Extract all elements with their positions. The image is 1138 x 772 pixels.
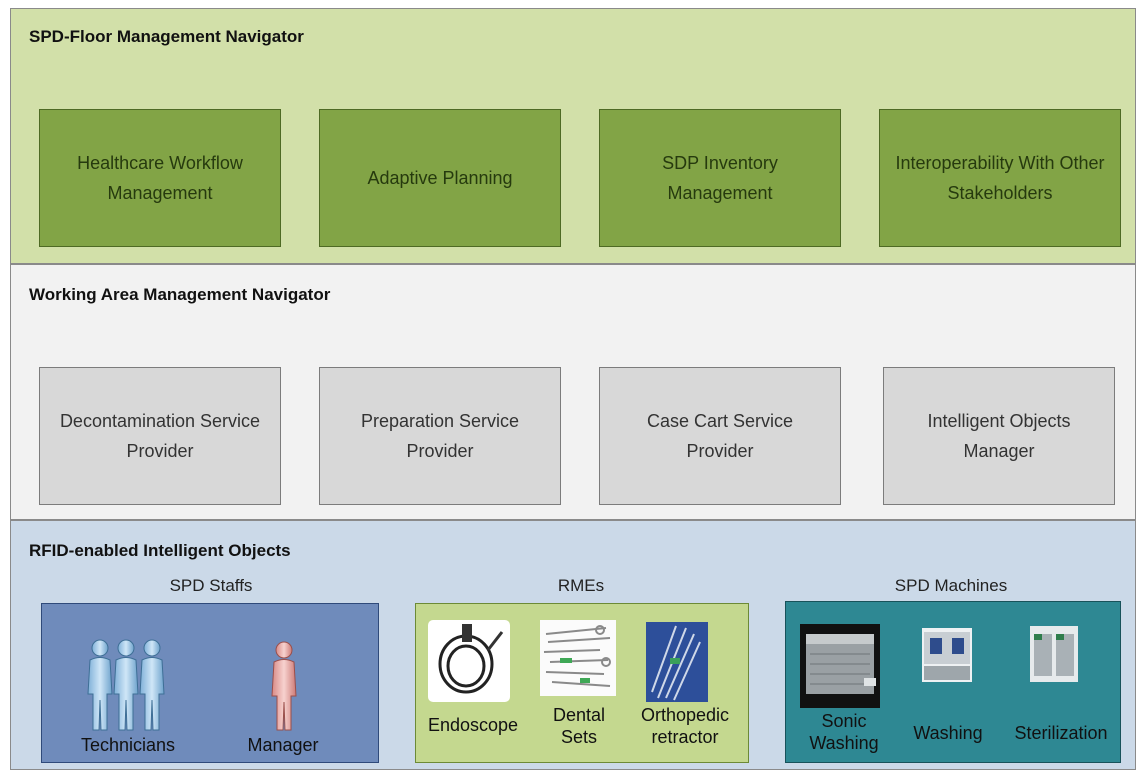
working-area-management-layer: Working Area Management Navigator Decont… bbox=[10, 264, 1136, 520]
interoperability-box: Interoperability With Other Stakeholders bbox=[879, 109, 1121, 247]
rfid-intelligent-objects-layer: RFID-enabled Intelligent Objects SPD Sta… bbox=[10, 520, 1136, 770]
layer-title: RFID-enabled Intelligent Objects bbox=[29, 541, 291, 560]
washer-machine-image bbox=[922, 628, 972, 682]
sonic-washing-label: Sonic Washing bbox=[809, 711, 879, 753]
technicians-label: Technicians bbox=[80, 735, 176, 755]
spd-machines-panel: Sonic Washing Washing Sterilization bbox=[785, 601, 1121, 763]
sterilizer-image bbox=[1030, 626, 1078, 682]
box-label: Decontamination Service Provider bbox=[59, 411, 261, 461]
sonic-washer-image bbox=[800, 624, 880, 708]
spd-floor-management-layer: SPD-Floor Management Navigator Healthcar… bbox=[10, 8, 1136, 264]
washing-label: Washing bbox=[913, 723, 983, 743]
layer-title: Working Area Management Navigator bbox=[29, 285, 331, 304]
spd-staffs-panel: Technicians Manager bbox=[41, 603, 379, 763]
endoscope-image bbox=[428, 620, 510, 702]
dental-sets-label: Dental Sets bbox=[552, 705, 606, 747]
spd-staffs-label: SPD Staffs bbox=[169, 576, 253, 595]
manager-label: Manager bbox=[247, 735, 319, 755]
endoscope-label: Endoscope bbox=[427, 715, 519, 735]
box-label: SDP Inventory Management bbox=[662, 153, 778, 203]
rmes-panel: Endoscope Dental Sets Orthopedic retract… bbox=[415, 603, 749, 763]
dental-instruments-image bbox=[540, 620, 616, 696]
people-group-icon bbox=[87, 639, 165, 731]
decontamination-service-provider-box: Decontamination Service Provider bbox=[39, 367, 281, 505]
person-icon bbox=[271, 641, 297, 731]
box-label: Intelligent Objects Manager bbox=[927, 411, 1071, 461]
box-label: Interoperability With Other Stakeholders bbox=[895, 153, 1105, 203]
spd-machines-label: SPD Machines bbox=[894, 576, 1008, 595]
sdp-inventory-management-box: SDP Inventory Management bbox=[599, 109, 841, 247]
healthcare-workflow-management-box: Healthcare Workflow Management bbox=[39, 109, 281, 247]
sterilization-label: Sterilization bbox=[1014, 723, 1108, 743]
layer-title: SPD-Floor Management Navigator bbox=[29, 27, 304, 46]
intelligent-objects-manager-box: Intelligent Objects Manager bbox=[883, 367, 1115, 505]
box-label: Healthcare Workflow Management bbox=[77, 153, 243, 203]
rmes-label: RMEs bbox=[557, 576, 605, 595]
box-label: Preparation Service Provider bbox=[360, 411, 520, 461]
case-cart-service-provider-box: Case Cart Service Provider bbox=[599, 367, 841, 505]
box-label: Adaptive Planning bbox=[367, 168, 513, 188]
preparation-service-provider-box: Preparation Service Provider bbox=[319, 367, 561, 505]
retractor-image bbox=[646, 622, 708, 702]
box-label: Case Cart Service Provider bbox=[646, 411, 794, 461]
adaptive-planning-box: Adaptive Planning bbox=[319, 109, 561, 247]
orthopedic-retractor-label: Orthopedic retractor bbox=[640, 705, 730, 747]
